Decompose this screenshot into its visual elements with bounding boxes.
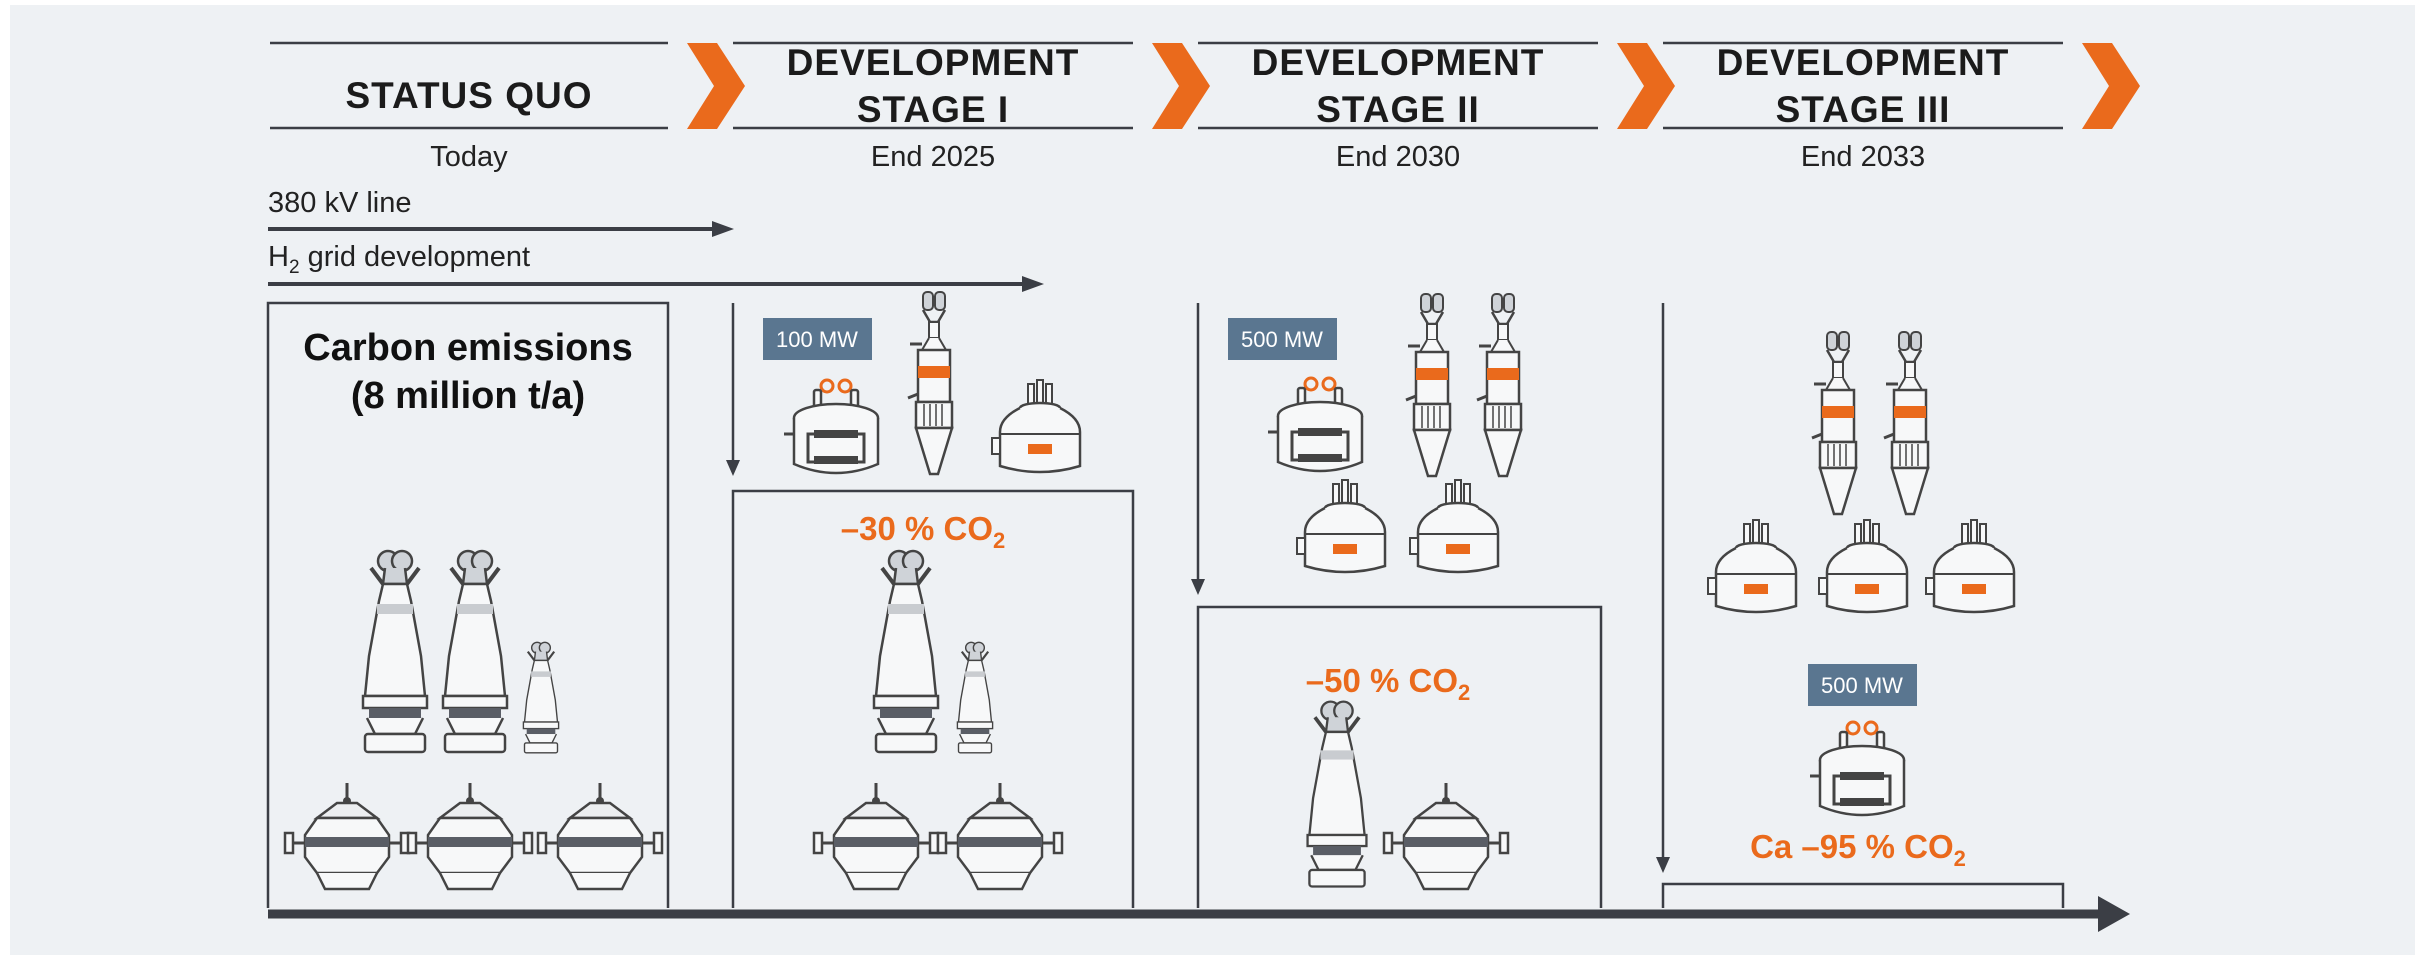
chevron-arrow-icon bbox=[687, 43, 745, 129]
carbon-emissions-heading: Carbon emissions bbox=[303, 327, 632, 369]
arrowhead-icon bbox=[712, 221, 734, 237]
arrowhead-icon bbox=[1191, 579, 1205, 595]
stage-header-development-stage-1: DEVELOPMENT STAGE I End 2025 bbox=[733, 41, 1210, 173]
timeline-h2-grid: H2 grid development bbox=[268, 241, 1044, 292]
development-stage-3-section: 500 MW Ca –95 % CO2 bbox=[1656, 303, 2065, 908]
stage-title: STATUS QUO bbox=[345, 75, 592, 116]
main-time-axis bbox=[268, 896, 2130, 932]
stage-date: End 2025 bbox=[871, 141, 995, 173]
arrowhead-icon bbox=[1022, 276, 1044, 292]
carbon-emissions-amount: (8 million t/a) bbox=[351, 375, 585, 417]
co2-reduction-label: Ca –95 % CO2 bbox=[1750, 828, 1966, 871]
stage-title-line-2: STAGE III bbox=[1776, 89, 1951, 130]
arrowhead-icon bbox=[726, 460, 740, 476]
arrowhead-icon bbox=[1656, 857, 1670, 873]
timeline-380kv-line: 380 kV line bbox=[268, 187, 734, 237]
co2-reduction-label: –30 % CO2 bbox=[841, 510, 1006, 553]
mw-badge-label: 500 MW bbox=[1821, 673, 1903, 698]
stage-header-development-stage-2: DEVELOPMENT STAGE II End 2030 bbox=[1198, 41, 1675, 173]
stage-date: Today bbox=[430, 141, 508, 173]
stage-date: End 2033 bbox=[1801, 141, 1925, 173]
stage-title-line-2: STAGE I bbox=[857, 89, 1009, 130]
mw-badge-label: 100 MW bbox=[776, 327, 858, 352]
arrowhead-icon bbox=[2098, 896, 2130, 932]
mw-badge-label: 500 MW bbox=[1241, 327, 1323, 352]
stage-title-line-2: STAGE II bbox=[1316, 89, 1480, 130]
stage-2-box bbox=[1196, 605, 1603, 908]
mw-badge bbox=[1808, 664, 1917, 706]
mw-badge bbox=[763, 318, 872, 360]
chevron-arrow-icon bbox=[1617, 43, 1675, 129]
background-panel bbox=[10, 5, 2415, 955]
stage-date: End 2030 bbox=[1336, 141, 1460, 173]
chevron-arrow-icon bbox=[2082, 43, 2140, 129]
stage-title-line-1: DEVELOPMENT bbox=[787, 42, 1080, 83]
co2-reduction-label: –50 % CO2 bbox=[1306, 662, 1471, 705]
mw-badge bbox=[1228, 318, 1337, 360]
stage-title-line-1: DEVELOPMENT bbox=[1252, 42, 1545, 83]
timeline-label: H2 grid development bbox=[268, 241, 530, 278]
stage-title-line-1: DEVELOPMENT bbox=[1717, 42, 2010, 83]
development-stage-1-section: 100 MW –30 % CO2 bbox=[726, 290, 1135, 908]
stage-header-status-quo: STATUS QUO Today bbox=[270, 41, 745, 173]
status-quo-box: Carbon emissions (8 million t/a) bbox=[266, 301, 670, 908]
development-stage-2-section: 500 MW –50 % CO2 bbox=[1191, 292, 1603, 908]
timeline-label: 380 kV line bbox=[268, 187, 412, 219]
stage-1-box bbox=[731, 489, 1135, 908]
chevron-arrow-icon bbox=[1152, 43, 1210, 129]
stage-3-box bbox=[1661, 882, 2065, 908]
stage-header-development-stage-3: DEVELOPMENT STAGE III End 2033 bbox=[1663, 41, 2140, 173]
